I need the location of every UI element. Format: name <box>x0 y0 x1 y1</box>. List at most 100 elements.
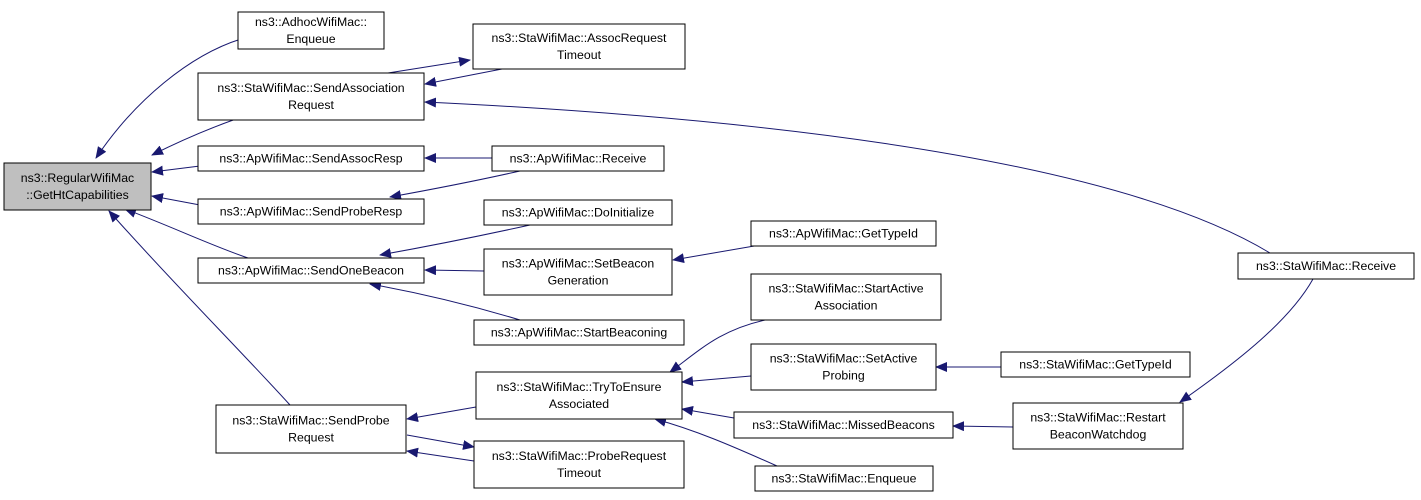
node-label: Probing <box>822 369 865 383</box>
edge-line <box>406 434 475 450</box>
edge-sta_receive-to-sta_restart_beacon_watchdog <box>1179 278 1314 403</box>
edge-sta_assoc_req_timeout-to-sta_send_assoc_req <box>424 68 503 87</box>
edge-sta_send_probe_req-to-root <box>108 210 291 406</box>
node-label: ns3::StaWifiMac::StartActive <box>768 282 923 296</box>
node-label: Enqueue <box>286 32 335 46</box>
node-label: ns3::ApWifiMac::SendProbeResp <box>220 205 403 219</box>
node-box <box>750 273 942 321</box>
node-label: ns3::ApWifiMac::SetBeacon <box>502 257 655 271</box>
node-sta-missed-beacons[interactable]: ns3::StaWifiMac::MissedBeacons <box>733 411 954 439</box>
edge-sta_try_ensure_assoc-to-sta_send_probe_req <box>406 406 477 423</box>
node-label: Timeout <box>557 466 602 480</box>
node-root[interactable]: ns3::RegularWifiMac::GetHtCapabilities <box>3 162 152 211</box>
node-label: ns3::AdhocWifiMac:: <box>255 15 367 29</box>
node-label: Association <box>815 299 878 313</box>
edge-line <box>389 170 521 200</box>
node-box <box>1012 402 1184 450</box>
node-box <box>3 162 152 211</box>
node-sta-get-type-id[interactable]: ns3::StaWifiMac::GetTypeId <box>1000 351 1191 378</box>
edge-ap_send_one_beacon-to-root <box>124 208 249 259</box>
node-label: ns3::StaWifiMac::Restart <box>1030 411 1166 425</box>
node-box <box>473 440 685 489</box>
node-label: ::GetHtCapabilities <box>26 188 129 202</box>
edge-line <box>124 208 249 259</box>
node-label: BeaconWatchdog <box>1050 428 1147 442</box>
node-label: ns3::ApWifiMac::SendAssocResp <box>219 152 402 166</box>
edge-line <box>379 224 531 258</box>
edge-sta_send_assoc_req-to-sta_assoc_req_timeout <box>387 56 471 74</box>
edge-line <box>681 375 752 387</box>
node-box <box>197 72 425 121</box>
edge-line <box>387 56 471 74</box>
edge-line <box>151 165 201 176</box>
node-box <box>1000 351 1191 378</box>
node-label: ns3::StaWifiMac::TryToEnsure <box>497 380 662 394</box>
node-ap-do-initialize[interactable]: ns3::ApWifiMac::DoInitialize <box>483 199 673 226</box>
edge-line <box>406 447 475 462</box>
nodes: ns3::RegularWifiMac::GetHtCapabilitiesns… <box>3 11 1415 492</box>
edge-adhoc_enqueue-to-root <box>95 38 242 159</box>
node-ap-send-assoc-resp[interactable]: ns3::ApWifiMac::SendAssocResp <box>197 145 425 172</box>
edge-sta_missed_beacons-to-sta_try_ensure_assoc <box>681 405 735 419</box>
node-label: ns3::ApWifiMac::Receive <box>510 152 647 166</box>
edge-line <box>952 421 1014 432</box>
node-label: ns3::StaWifiMac::SendProbe <box>232 414 389 428</box>
edge-ap_get_type_id-to-ap_set_beacon_gen <box>672 244 761 264</box>
edge-line <box>424 68 503 87</box>
node-label: ns3::StaWifiMac::Enqueue <box>772 472 917 486</box>
node-box <box>750 343 937 391</box>
node-box <box>733 411 954 439</box>
edge-line <box>681 405 735 419</box>
edge-sta_start_active_assoc-to-sta_try_ensure_assoc <box>669 319 766 373</box>
node-label: Associated <box>549 397 609 411</box>
node-box <box>483 248 673 296</box>
node-ap-send-one-beacon[interactable]: ns3::ApWifiMac::SendOneBeacon <box>197 257 425 284</box>
node-label: ns3::ApWifiMac::SendOneBeacon <box>218 264 404 278</box>
node-sta-receive[interactable]: ns3::StaWifiMac::Receive <box>1237 252 1415 280</box>
edges <box>95 38 1314 467</box>
edge-line <box>108 210 291 406</box>
edge-ap_receive-to-ap_send_probe_resp <box>389 170 521 200</box>
node-box <box>197 257 425 284</box>
node-ap-receive[interactable]: ns3::ApWifiMac::Receive <box>491 145 665 172</box>
edge-line <box>369 281 521 321</box>
node-box <box>215 404 407 454</box>
node-ap-get-type-id[interactable]: ns3::ApWifiMac::GetTypeId <box>750 220 937 247</box>
edge-ap_do_initialize-to-ap_send_one_beacon <box>379 224 531 258</box>
node-label: Request <box>288 431 334 445</box>
edge-line <box>1179 278 1314 403</box>
edge-sta_enqueue-to-sta_try_ensure_assoc <box>654 417 778 467</box>
node-label: ns3::StaWifiMac::AssocRequest <box>492 31 668 45</box>
edge-sta_send_assoc_req-to-root <box>151 118 237 156</box>
edge-ap_send_probe_resp-to-root <box>151 193 201 206</box>
node-label: ns3::StaWifiMac::SendAssociation <box>217 81 404 95</box>
node-label: ns3::StaWifiMac::MissedBeacons <box>752 418 934 432</box>
node-box <box>472 23 686 70</box>
edge-line <box>669 319 766 373</box>
node-label: Timeout <box>557 48 602 62</box>
node-box <box>237 11 385 50</box>
edge-sta_receive-to-sta_send_assoc_req <box>424 97 1271 254</box>
edge-sta_probe_req_timeout-to-sta_send_probe_req <box>406 447 475 462</box>
node-box <box>473 319 685 346</box>
edge-sta_send_probe_req-to-sta_probe_req_timeout <box>406 434 475 450</box>
node-sta-enqueue[interactable]: ns3::StaWifiMac::Enqueue <box>754 465 934 492</box>
node-adhoc-enqueue[interactable]: ns3::AdhocWifiMac::Enqueue <box>237 11 385 50</box>
edge-ap_start_beaconing-to-ap_send_one_beacon <box>369 281 521 321</box>
edge-line <box>424 265 485 276</box>
node-box <box>197 198 425 225</box>
node-ap-start-beaconing[interactable]: ns3::ApWifiMac::StartBeaconing <box>473 319 685 346</box>
node-box <box>475 371 683 420</box>
node-label: ns3::StaWifiMac::GetTypeId <box>1019 358 1172 372</box>
node-ap-send-probe-resp[interactable]: ns3::ApWifiMac::SendProbeResp <box>197 198 425 225</box>
node-box <box>750 220 937 247</box>
